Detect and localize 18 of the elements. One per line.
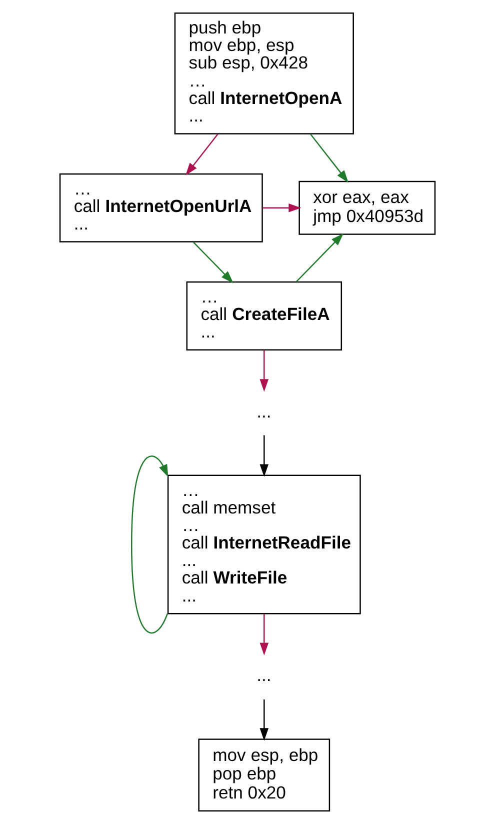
arrow [262, 203, 301, 212]
arrow [310, 134, 348, 183]
arrow [259, 699, 268, 741]
arrow [185, 134, 218, 176]
node-box: push ebp mov ebp, esp sub esp, 0x428 … call InternetOpenA ... [174, 12, 354, 134]
node-box: mov esp, ebp pop ebp retn 0x20 [198, 738, 330, 812]
node-box: xor eax, eax jmp 0x40953d [298, 180, 436, 235]
node-text: ... [256, 401, 271, 422]
arrow [259, 350, 268, 392]
node-box: … call memset … call InternetReadFile ... call WriteFile ... [166, 474, 360, 614]
arrow [259, 435, 268, 477]
arrow [130, 456, 168, 634]
arrow [259, 614, 268, 656]
node-text: ... [256, 665, 271, 686]
node-box: … call CreateFileA ... [186, 281, 342, 350]
arrow [192, 242, 233, 284]
node-box: … call InternetOpenUrlA ... [58, 173, 262, 242]
arrow [295, 233, 344, 282]
